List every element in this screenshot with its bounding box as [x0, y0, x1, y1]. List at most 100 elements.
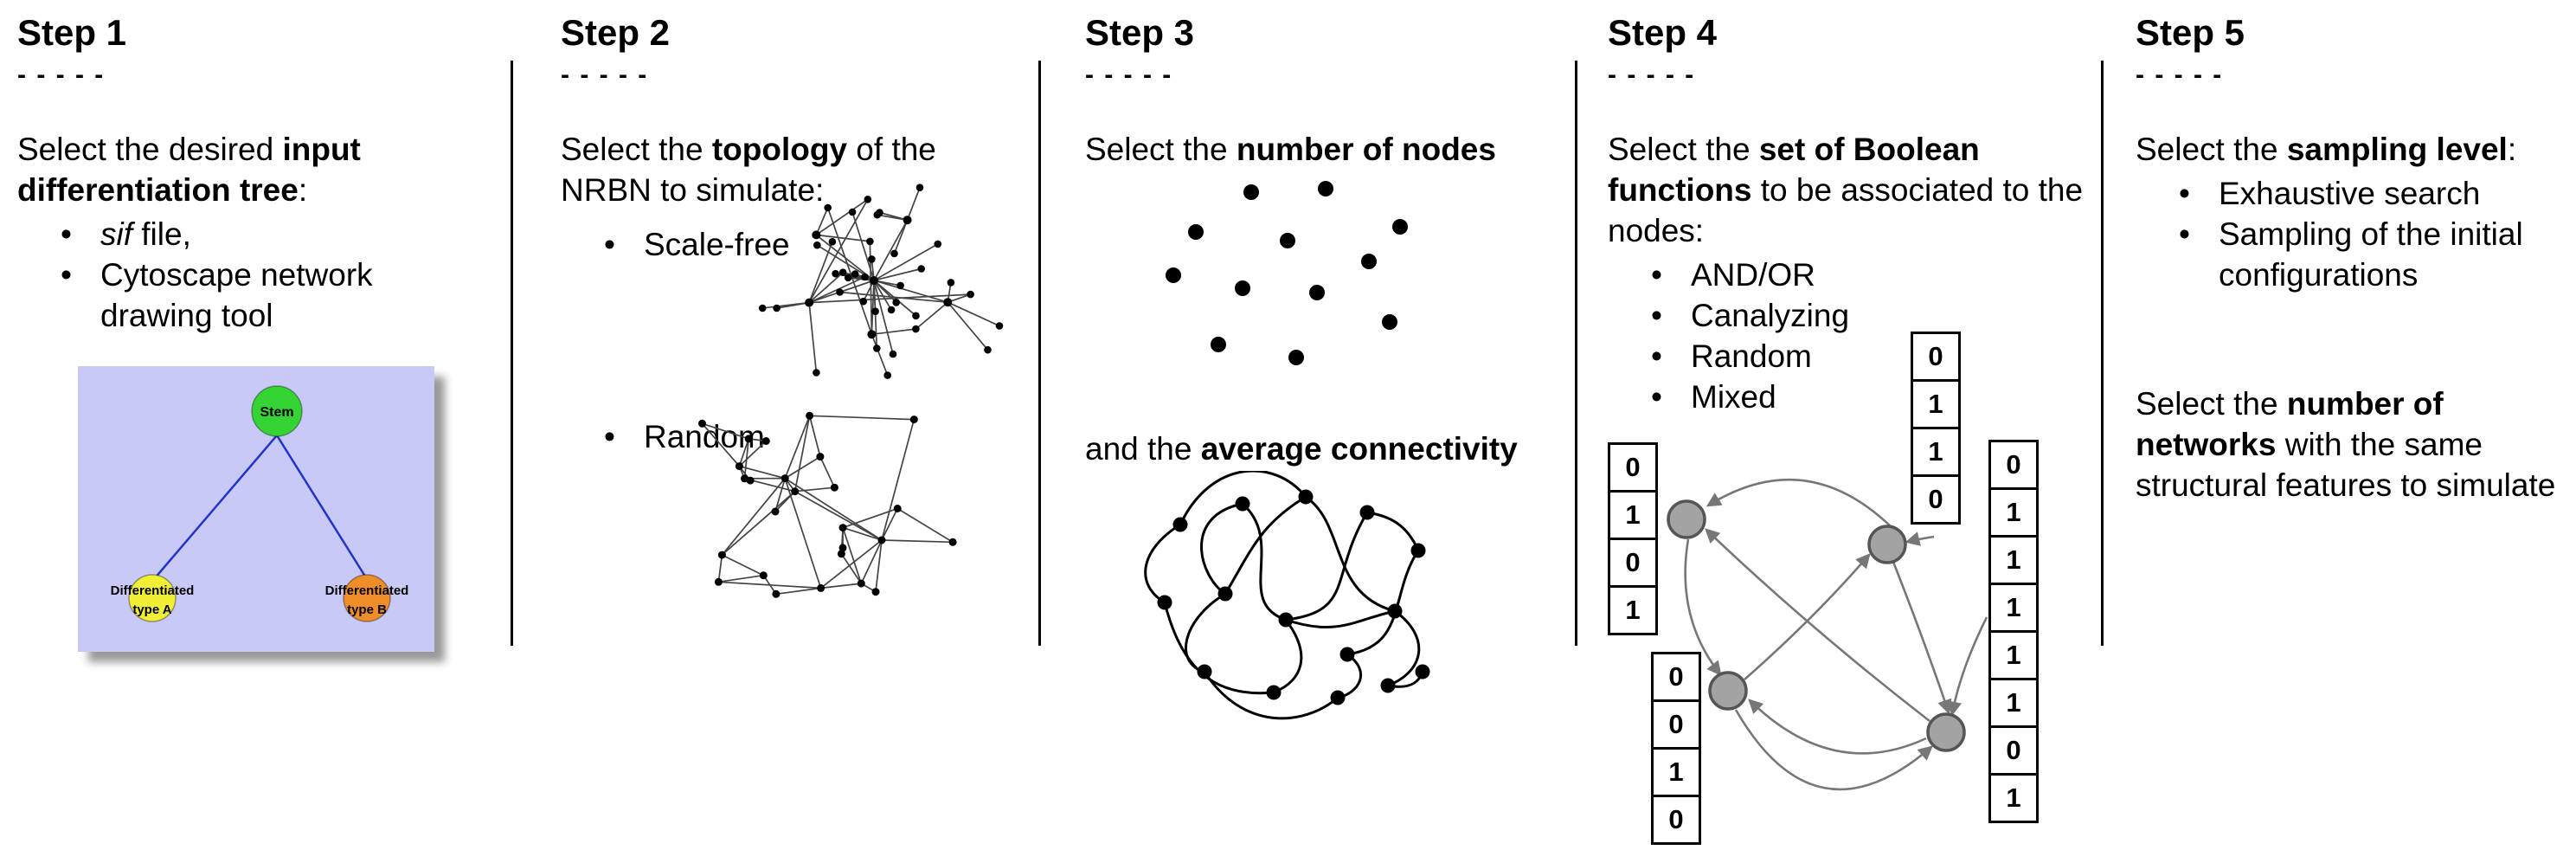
gene-node: [1710, 673, 1746, 709]
truth-table-cell: 1: [1988, 535, 2039, 585]
bullet-marker: •: [604, 417, 644, 458]
column-divider: [511, 61, 513, 646]
truth-table-cell: 0: [1988, 440, 2039, 490]
bullet-marker: •: [1651, 296, 1691, 337]
list-item-label: Sampling of the initial configurations: [2219, 215, 2573, 296]
step-3-instruction-2: and the average connectivity: [1085, 429, 1518, 470]
step-4-dashes: - - - - -: [1608, 61, 2094, 90]
type-a-label-line2: type A: [132, 602, 171, 617]
truth-table-cell: 0: [1988, 725, 2039, 776]
step-5-title: Step 5: [2136, 12, 2573, 54]
network-arrow: [1708, 480, 1893, 529]
truth-table-cell: 1: [1988, 583, 2039, 633]
truth-table-cell: 0: [1651, 795, 1701, 845]
gene-node: [1668, 501, 1705, 538]
step-3-title: Step 3: [1085, 12, 1566, 54]
network-arrow: [1952, 617, 1987, 714]
differentiation-tree-image: Stem Differentiated type A Differentiate…: [78, 366, 434, 652]
list-item-label: Canalyzing: [1691, 296, 2094, 337]
bullet-marker: •: [2179, 174, 2219, 215]
step-5-instruction: Select the sampling level:: [2136, 130, 2573, 171]
text-segment-italic: sif: [100, 216, 132, 252]
step-4-title: Step 4: [1608, 12, 2094, 54]
text-segment: Select the: [2136, 386, 2287, 422]
step-3-column: Step 3 - - - - - Select the number of no…: [1085, 12, 1566, 171]
truth-table-cell: 0: [1651, 652, 1701, 702]
list-item-cytoscape: • Cytoscape network drawing tool: [17, 255, 507, 337]
column-divider: [1575, 61, 1577, 646]
truth-table-cell: 1: [1988, 678, 2039, 728]
bullet-marker: •: [1651, 255, 1691, 296]
boolean-network-figure: 0 1 0 1 0 1 1 0 0 0 1 0 0 1 1 1 1 1 0 1: [1608, 332, 2049, 863]
bullet-marker: •: [61, 255, 100, 337]
text-segment: :: [2508, 132, 2516, 167]
bullet-marker: •: [2179, 215, 2219, 296]
list-item-sif-file: • sif file,: [17, 215, 507, 255]
type-a-label-line1: Differentiated: [111, 583, 195, 598]
text-segment: Select the: [1085, 132, 1237, 167]
text-segment-bold: sampling level: [2287, 132, 2508, 167]
truth-table-left: 0 1 0 1: [1608, 442, 1658, 635]
network-arrow: [1750, 700, 1926, 753]
step-2-column: Step 2 - - - - - Select the topology of …: [561, 12, 1035, 211]
list-item-label: Cytoscape network drawing tool: [100, 255, 421, 337]
list-item-label: sif file,: [100, 215, 421, 255]
step-4-column: Step 4 - - - - - Select the set of Boole…: [1608, 12, 2094, 418]
column-divider: [1038, 61, 1041, 646]
text-segment: Select the desired: [17, 132, 282, 167]
truth-table-cell: 0: [1608, 538, 1658, 588]
list-item-label: AND/OR: [1691, 255, 2094, 296]
truth-table-cell: 0: [1651, 699, 1701, 750]
text-segment: Select the: [2136, 132, 2287, 167]
scale-free-network-image: [744, 178, 1004, 399]
list-item-and-or: • AND/OR: [1608, 255, 2094, 296]
step-1-bullet-list: • sif file, • Cytoscape network drawing …: [17, 215, 507, 337]
truth-table-bottom-left: 0 0 1 0: [1651, 652, 1701, 845]
text-segment: :: [299, 172, 307, 208]
truth-table-cell: 0: [1911, 332, 1961, 382]
network-arrow: [1893, 562, 1949, 712]
truth-table-cell: 1: [1988, 773, 2039, 823]
truth-table-cell: 0: [1608, 442, 1658, 493]
truth-table-cell: 1: [1988, 630, 2039, 680]
column-divider: [2101, 61, 2104, 646]
truth-table-cell: 1: [1608, 585, 1658, 635]
truth-table-cell: 1: [1651, 747, 1701, 797]
step-5-column: Step 5 - - - - - Select the sampling lev…: [2136, 12, 2573, 296]
step-3-instruction: Select the number of nodes: [1085, 130, 1566, 171]
text-segment-bold: average connectivity: [1201, 431, 1518, 467]
step-1-column: Step 1 - - - - - Select the desired inpu…: [17, 12, 507, 652]
step-4-instruction: Select the set of Boolean functions to b…: [1608, 130, 2094, 252]
network-arrow: [1744, 555, 1869, 679]
truth-table-cell: 1: [1608, 490, 1658, 540]
text-segment: Select the: [561, 132, 712, 167]
text-segment: and the: [1085, 431, 1201, 467]
list-item-sampling: • Sampling of the initial configurations: [2136, 215, 2573, 296]
random-network-image: [691, 403, 967, 607]
list-item-label: Exhaustive search: [2219, 174, 2573, 215]
stem-node-label: Stem: [260, 405, 293, 420]
text-segment-bold: number of nodes: [1237, 132, 1496, 167]
step-2-title: Step 2: [561, 12, 1035, 54]
type-b-label-line1: Differentiated: [325, 583, 409, 598]
bullet-marker: •: [61, 215, 100, 255]
step-2-dashes: - - - - -: [561, 61, 1035, 90]
text-segment: file,: [132, 216, 191, 252]
text-segment-bold: topology: [712, 132, 847, 167]
step-5-bullet-list: • Exhaustive search • Sampling of the in…: [2136, 174, 2573, 296]
truth-table-cell: 1: [1911, 379, 1961, 429]
gene-node: [1869, 526, 1905, 563]
step-1-instruction: Select the desired input differentiation…: [17, 130, 507, 211]
truth-table-cell: 1: [1988, 487, 2039, 538]
truth-table-cell: 1: [1911, 427, 1961, 477]
truth-table-right: 0 1 1 1 1 1 0 1: [1988, 440, 2039, 823]
text-segment: Select the: [1608, 132, 1759, 167]
truth-table-top: 0 1 1 0: [1911, 332, 1961, 525]
differentiation-tree-svg: Stem Differentiated type A Differentiate…: [78, 366, 434, 652]
nodes-dots-image: [1156, 178, 1416, 386]
step-1-title: Step 1: [17, 12, 507, 54]
list-item-exhaustive: • Exhaustive search: [2136, 174, 2573, 215]
truth-table-cell: 0: [1911, 474, 1961, 525]
gene-node: [1928, 714, 1964, 750]
network-arrow: [1907, 537, 1934, 542]
